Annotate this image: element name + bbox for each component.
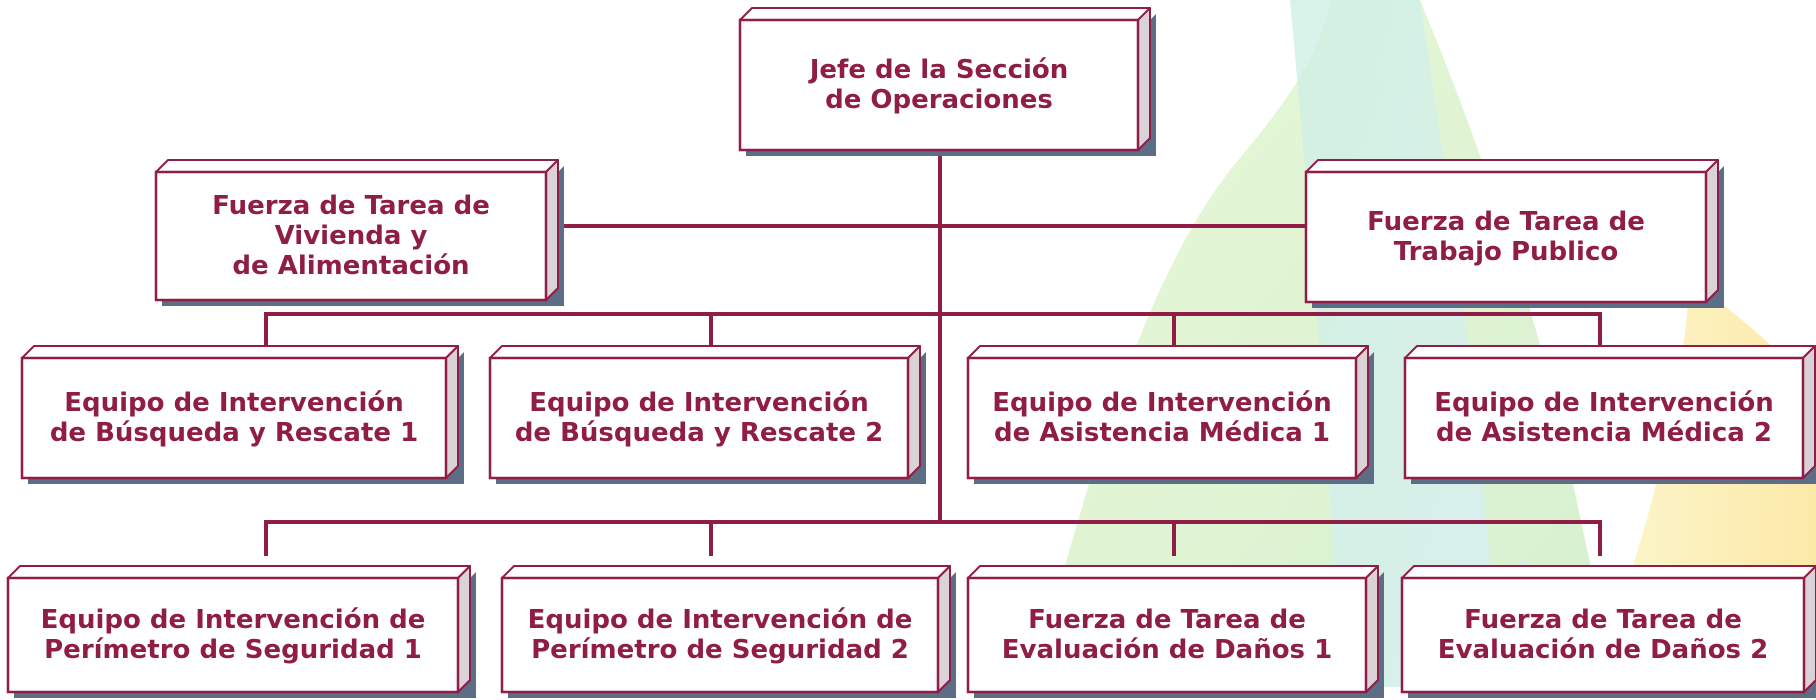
box-side [1803, 565, 1816, 693]
box-shape [966, 345, 1374, 484]
box-side [545, 159, 559, 301]
box-top [1305, 159, 1719, 173]
box-side [1705, 159, 1719, 303]
box-side [1802, 345, 1816, 479]
box-top [967, 565, 1379, 579]
box-side [1355, 345, 1369, 479]
box-shape [1304, 159, 1724, 308]
box-side [1137, 7, 1151, 151]
box-shape [1400, 565, 1816, 698]
box-shape [966, 565, 1384, 698]
node-label: Equipo de Intervención de Perímetro de S… [40, 605, 426, 665]
box-top [1404, 345, 1816, 359]
box-shape [488, 345, 926, 484]
box-top [155, 159, 559, 173]
box-face [1304, 170, 1708, 304]
node-label: Fuerza de Tarea de Vivienda y de Aliment… [212, 191, 490, 281]
box-side [937, 565, 951, 693]
box-shape [154, 159, 564, 306]
node-label: Fuerza de Tarea de Evaluación de Daños 1 [1001, 605, 1333, 665]
node-label: Fuerza de Tarea de Evaluación de Daños 2 [1437, 605, 1769, 665]
box-face [488, 356, 910, 480]
box-face [738, 18, 1140, 152]
node-label: Equipo de Intervención de Perímetro de S… [527, 605, 913, 665]
box-top [739, 7, 1151, 21]
box-shape [500, 565, 956, 698]
box-shape [1403, 345, 1816, 484]
box-side [1365, 565, 1379, 693]
box-face [6, 576, 460, 694]
box-side [445, 345, 459, 479]
box-side [457, 565, 471, 693]
box-top [1401, 565, 1816, 579]
node-label: Equipo de Intervención de Asistencia Méd… [992, 388, 1332, 448]
box-face [966, 576, 1368, 694]
box-face [966, 356, 1358, 480]
box-shape [20, 345, 464, 484]
box-shape [738, 7, 1156, 156]
box-top [489, 345, 921, 359]
box-face [1400, 576, 1806, 694]
box-face [1403, 356, 1805, 480]
box-face [20, 356, 448, 480]
box-top [7, 565, 471, 579]
box-face [500, 576, 940, 694]
box-top [21, 345, 459, 359]
box-top [501, 565, 951, 579]
node-label: Fuerza de Tarea de Trabajo Publico [1367, 207, 1645, 267]
node-label: Jefe de la Sección de Operaciones [809, 55, 1069, 115]
box-side [907, 345, 921, 479]
box-shape [6, 565, 476, 698]
node-label: Equipo de Intervención de Asistencia Méd… [1434, 388, 1774, 448]
box-top [967, 345, 1369, 359]
node-label: Equipo de Intervención de Búsqueda y Res… [49, 388, 419, 448]
box-face [154, 170, 548, 302]
node-label: Equipo de Intervención de Búsqueda y Res… [514, 388, 884, 448]
